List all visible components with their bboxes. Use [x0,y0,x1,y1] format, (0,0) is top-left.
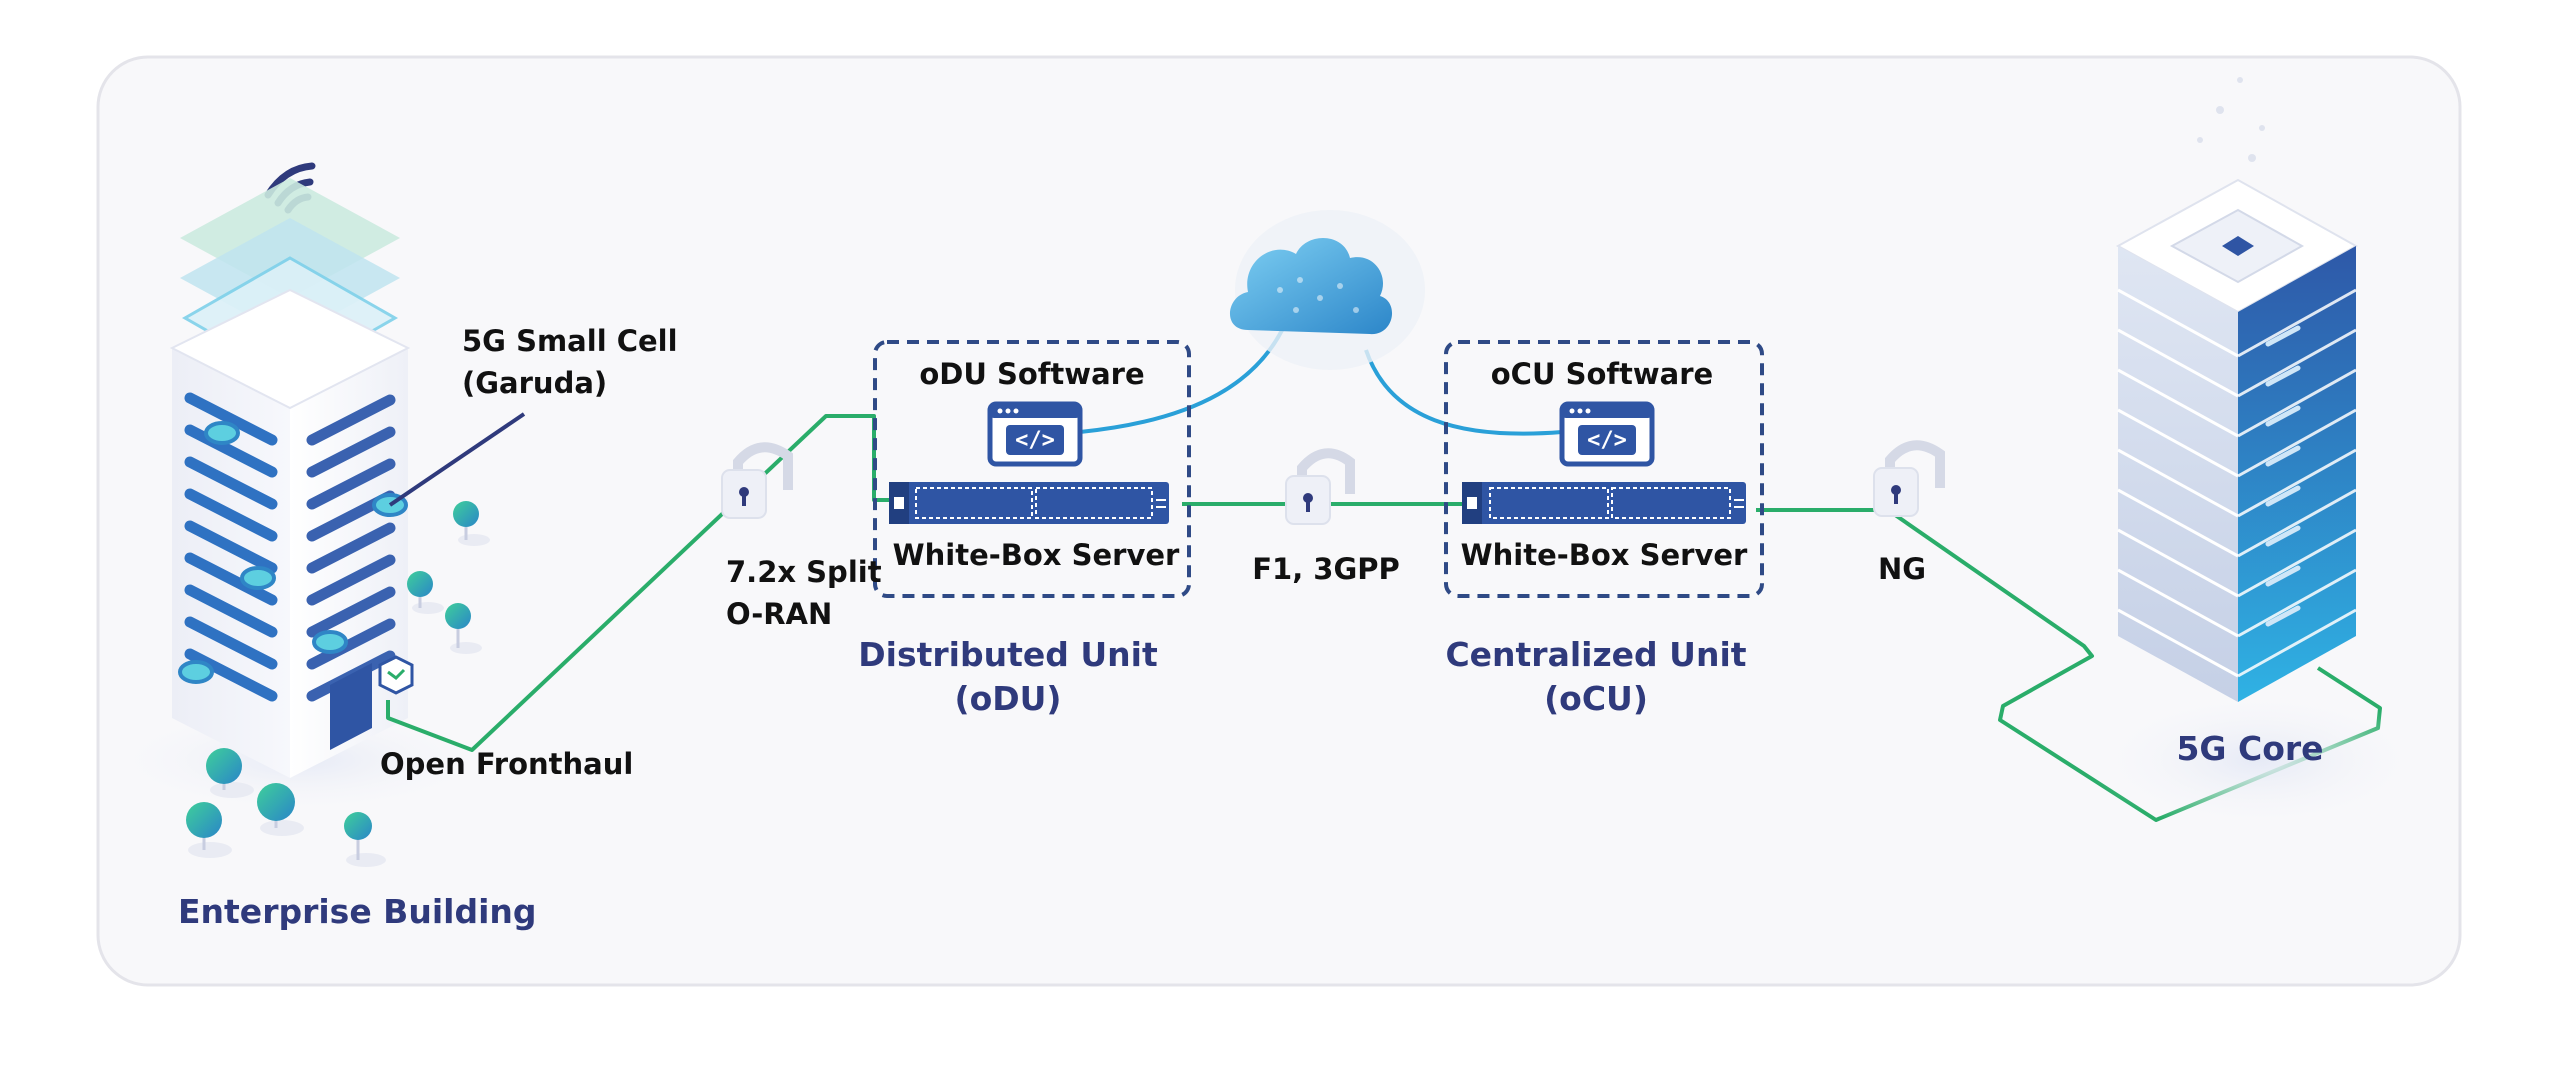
fronthaul-label: Open Fronthaul [380,747,633,781]
odu-code-icon: </> [987,401,1083,467]
ocu-server-icon [1462,482,1746,524]
trees-icon [186,501,490,867]
cloud-icon [1229,210,1425,370]
cu-abbr-title: (oCU) [1544,679,1648,718]
ocu-whitebox-label: White-Box Server [1461,538,1748,572]
core-title: 5G Core [2176,729,2323,768]
odu-code-glyph: </> [1015,428,1055,453]
du-abbr-title: (oDU) [954,679,1061,718]
lock-icon-ng [1873,440,1945,517]
small-cell-name-label: (Garuda) [462,366,607,400]
oran-label: O-RAN [726,597,832,631]
small-cell-pointer [388,412,526,507]
ocu-dashed-box [1444,340,1764,598]
cu-title: Centralized Unit [1445,635,1746,674]
ocu-code-icon: </> [1559,401,1655,467]
odu-whitebox-label: White-Box Server [893,538,1180,572]
ocu-software-label: oCU Software [1491,357,1713,391]
small-cell-label: 5G Small Cell [462,324,678,358]
ng-label: NG [1878,552,1926,586]
ocu-code-glyph: </> [1587,428,1627,453]
odu-software-label: oDU Software [919,357,1144,391]
enterprise-building-icon [100,162,500,867]
split-label: 7.2x Split [726,555,882,589]
radio-unit-icon [378,655,414,695]
lock-icon-f1 [1285,448,1355,525]
core-rack-icon [2088,77,2428,830]
lock-icon-fronthaul [721,442,793,519]
odu-server-icon [889,482,1169,524]
f1-label: F1, 3GPP [1252,552,1400,586]
odu-dashed-box [873,340,1191,598]
background-panel [96,55,2462,987]
du-title: Distributed Unit [858,635,1158,674]
enterprise-title: Enterprise Building [178,892,537,931]
